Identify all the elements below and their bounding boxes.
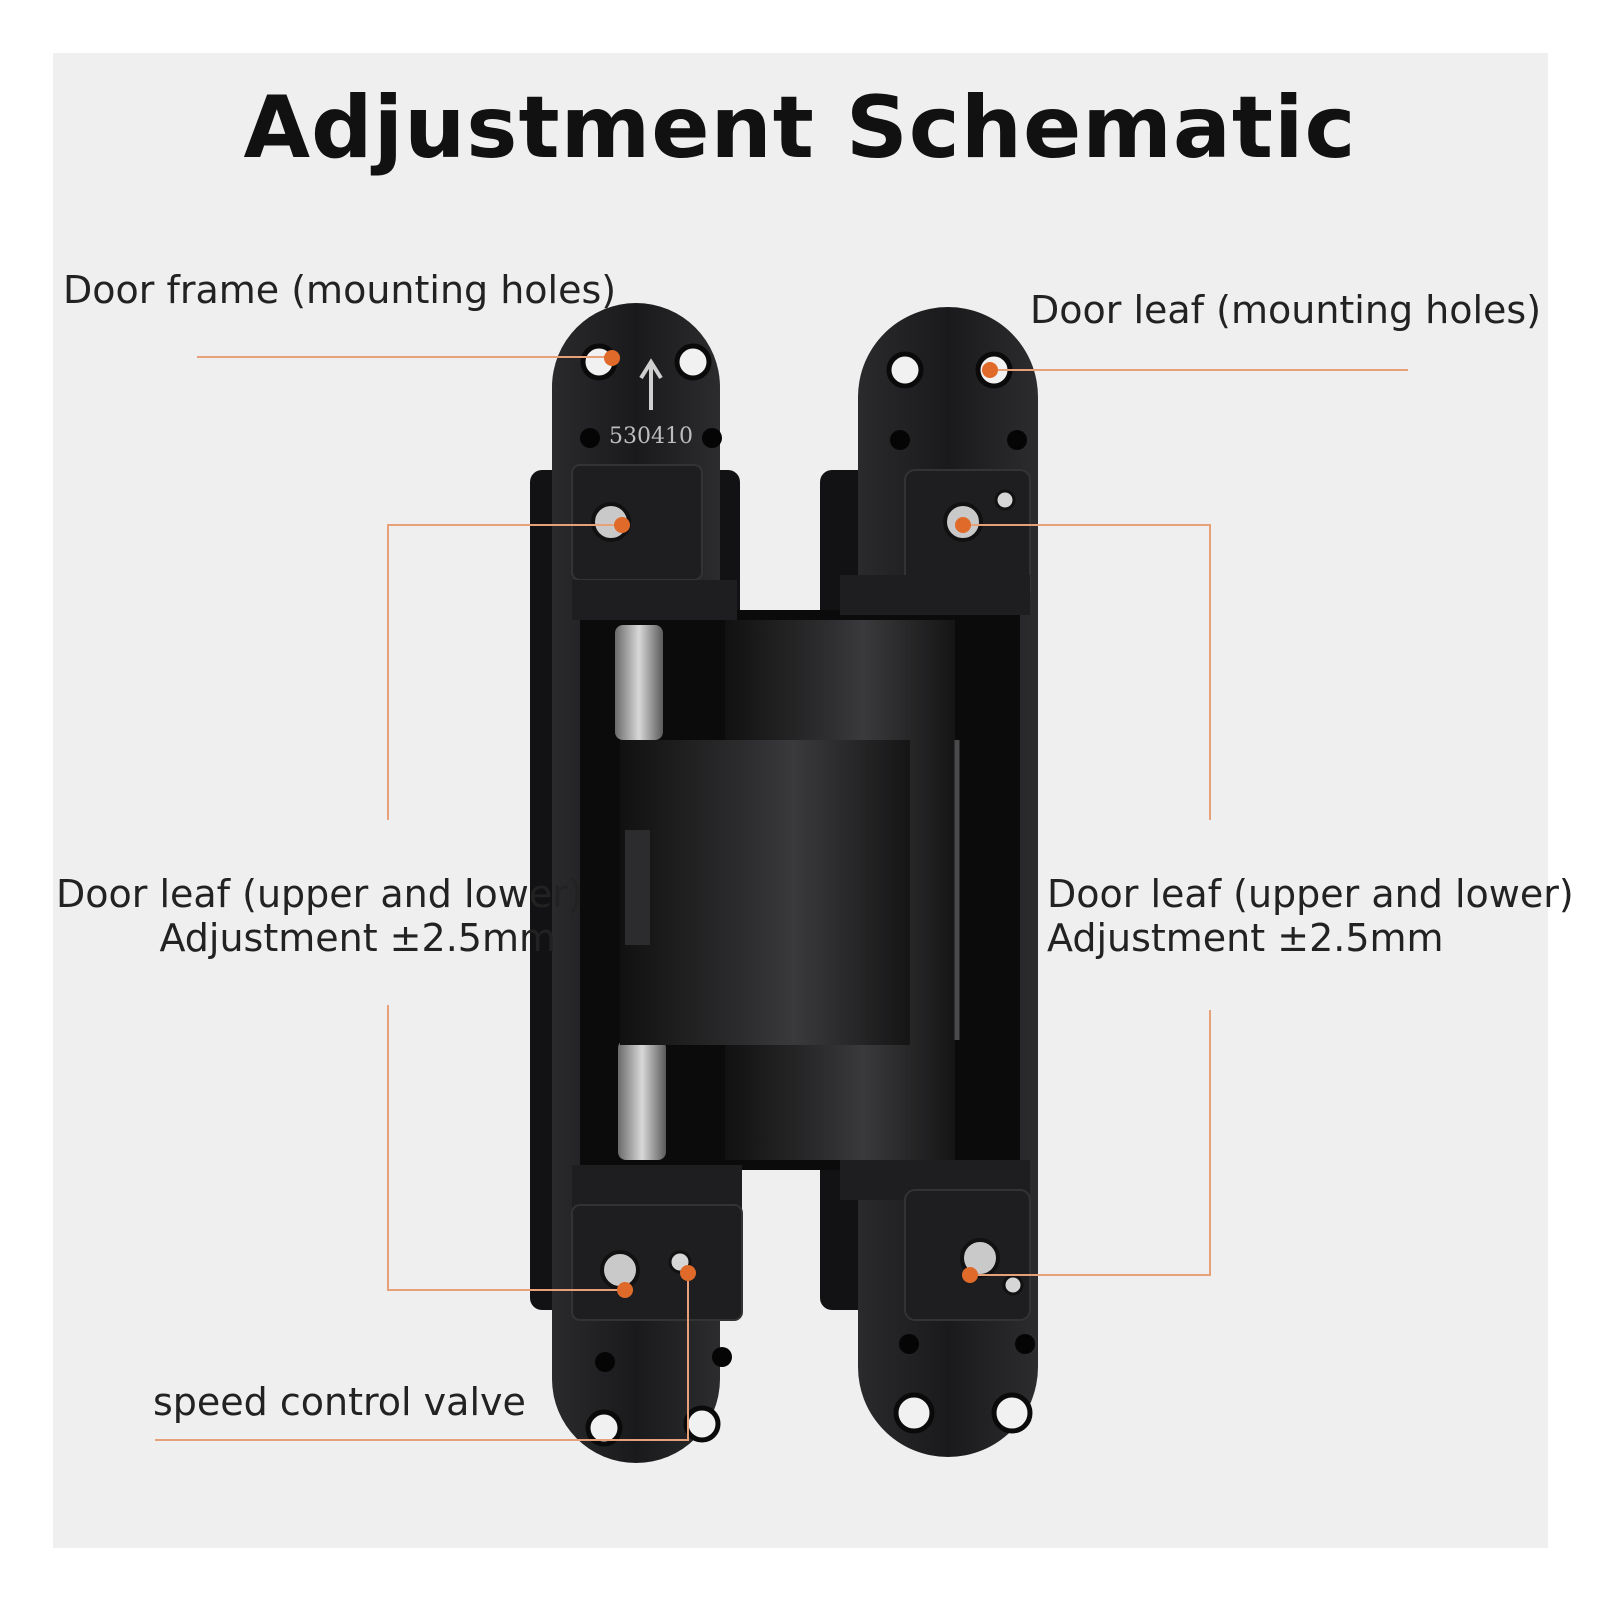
label-left-adjustment-line1: Door leaf (upper and lower) bbox=[56, 872, 583, 916]
small-screws bbox=[668, 489, 1024, 1296]
part-number: 530410 bbox=[609, 424, 693, 449]
piston-bottom bbox=[618, 1040, 666, 1160]
left-bottom-block bbox=[571, 1204, 743, 1321]
arrow-up-icon bbox=[639, 358, 663, 410]
callout-lines bbox=[155, 356, 1408, 1441]
piston-top bbox=[615, 625, 663, 740]
label-left-adjustment: Door leaf (upper and lower) Adjustment ±… bbox=[56, 872, 583, 960]
right-small-holes bbox=[890, 430, 1035, 1354]
label-speed-control-valve: speed control valve bbox=[153, 1380, 526, 1424]
label-door-frame: Door frame (mounting holes) bbox=[63, 268, 617, 312]
left-top-lug bbox=[572, 580, 737, 620]
label-left-adjustment-line2: Adjustment ±2.5mm bbox=[159, 916, 556, 960]
left-small-holes bbox=[580, 428, 732, 1372]
right-top-lug bbox=[840, 575, 1030, 615]
label-right-adjustment: Door leaf (upper and lower) Adjustment ±… bbox=[1047, 872, 1574, 960]
label-right-adjustment-line1: Door leaf (upper and lower) bbox=[1047, 872, 1574, 916]
hinge-arm-center bbox=[620, 740, 910, 1045]
left-bottom-lug bbox=[572, 1165, 742, 1210]
right-mounting-holes bbox=[886, 351, 1033, 1434]
callout-dots bbox=[604, 350, 998, 1298]
hinge-arm-edge bbox=[625, 830, 650, 945]
label-right-adjustment-line2: Adjustment ±2.5mm bbox=[1047, 916, 1444, 960]
page-title: Adjustment Schematic bbox=[243, 78, 1357, 178]
label-door-leaf-mounting: Door leaf (mounting holes) bbox=[1030, 288, 1542, 332]
